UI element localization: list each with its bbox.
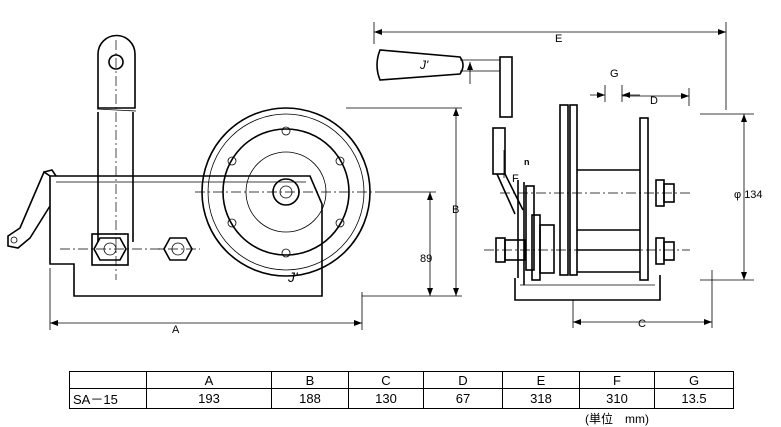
logo-mark-grip: J' <box>419 58 429 72</box>
dimension-d: D <box>622 88 690 107</box>
dimension-c: C <box>572 270 713 330</box>
dim-label-89: 89 <box>420 253 432 265</box>
dim-label-a: A <box>172 324 180 336</box>
spec-header-d: D <box>423 371 503 389</box>
spec-model-cell: SA－15 <box>69 388 147 409</box>
base-plate <box>514 180 661 301</box>
spec-header-b: B <box>271 371 349 389</box>
dim-label-d: D <box>650 95 658 107</box>
spec-table-header-row: A B C D E F G <box>69 371 734 389</box>
dimension-f: n F <box>503 150 530 185</box>
spec-header-e: E <box>502 371 580 389</box>
spec-value-a: 193 <box>146 388 272 409</box>
shaft-nuts <box>484 179 690 265</box>
spec-value-c: 130 <box>348 388 424 409</box>
spec-value-f: 310 <box>579 388 655 409</box>
winch-front-view: J' <box>376 49 690 301</box>
logo-mark-side: J' <box>287 269 299 285</box>
winch-side-view: J' <box>7 34 380 297</box>
spec-value-g: 13.5 <box>654 388 734 409</box>
main-frame <box>49 175 323 297</box>
dimension-e: E <box>373 22 727 110</box>
dim-label-134: φ 134 <box>734 189 763 201</box>
drum-body <box>525 104 649 281</box>
table-row: SA－15 193 188 130 67 318 310 13.5 <box>69 388 734 409</box>
spec-value-b: 188 <box>271 388 349 409</box>
unit-note: (単位 mm) <box>585 412 649 426</box>
dim-label-n: n <box>524 157 530 167</box>
ratchet-pawl <box>7 169 57 249</box>
dim-label-g: G <box>610 68 619 80</box>
dimension-b: B <box>346 107 462 297</box>
dim-label-f: F <box>512 173 519 185</box>
spec-header-model <box>69 371 147 389</box>
dimension-a: A <box>49 268 363 336</box>
winch-technical-drawing: J' A B 89 J' <box>7 22 763 336</box>
crank-arm <box>492 56 524 215</box>
dim-label-c: C <box>638 318 646 330</box>
handle-arm <box>96 34 137 242</box>
spec-value-e: 318 <box>502 388 580 409</box>
dim-label-e: E <box>555 33 562 45</box>
spec-table: A B C D E F G SA－15 193 188 130 67 318 3… <box>69 371 734 409</box>
crank-grip: J' <box>376 49 500 84</box>
dimension-89: 89 <box>380 191 436 296</box>
spec-header-g: G <box>654 371 734 389</box>
dim-label-b: B <box>452 204 459 216</box>
spec-header-f: F <box>579 371 655 389</box>
dimension-diameter-134: φ 134 <box>700 113 763 281</box>
spec-header-a: A <box>146 371 272 389</box>
spec-header-c: C <box>348 371 424 389</box>
spec-value-d: 67 <box>423 388 503 409</box>
dimension-g: G <box>590 68 640 102</box>
